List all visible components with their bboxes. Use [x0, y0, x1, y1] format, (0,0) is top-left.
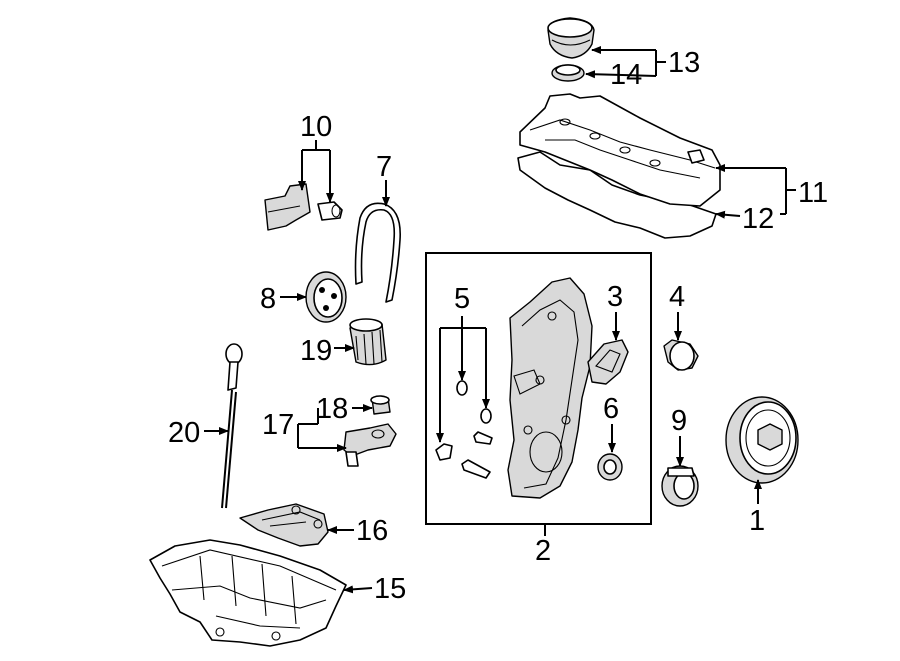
- callout-3: 3: [607, 281, 623, 313]
- callout-5: 5: [454, 283, 470, 315]
- valve-cover-gasket: [517, 151, 717, 239]
- knock-sensor: [343, 423, 397, 467]
- balance-shaft-pulley: [661, 465, 699, 507]
- timing-cover: [507, 277, 593, 499]
- callout-12: 12: [742, 203, 774, 235]
- oil-pressure-switch: [370, 395, 391, 415]
- callout-18: 18: [316, 393, 348, 425]
- oil-filler-cap-gasket: [551, 64, 585, 82]
- leader-lines: [204, 46, 796, 594]
- oil-filler-cap: [547, 17, 595, 59]
- oil-filter: [349, 318, 387, 366]
- camshaft-position-sensor: [264, 183, 311, 231]
- cover-bolt-upper: [473, 431, 493, 445]
- timing-cover-kit-box: [425, 252, 652, 525]
- crankshaft-sprocket: [305, 271, 347, 323]
- callout-10: 10: [300, 111, 332, 143]
- callout-6: 6: [603, 393, 619, 425]
- callout-17: 17: [262, 409, 294, 441]
- callout-2: 2: [535, 535, 551, 567]
- callout-9: 9: [671, 405, 687, 437]
- cover-bolt-lower: [461, 459, 491, 479]
- callout-7: 7: [376, 151, 392, 183]
- callout-13: 13: [668, 47, 700, 79]
- crankshaft-front-seal: [597, 453, 623, 481]
- oil-dipstick: [221, 343, 243, 509]
- callout-15: 15: [374, 573, 406, 605]
- callout-11: 11: [798, 177, 828, 209]
- oil-pan: [149, 539, 347, 647]
- valve-cover: [519, 93, 721, 207]
- callout-4: 4: [669, 281, 685, 313]
- callout-8: 8: [260, 283, 276, 315]
- callout-16: 16: [356, 515, 388, 547]
- o-ring-medium: [480, 408, 492, 424]
- vtc-oil-control-valve: [317, 201, 343, 221]
- chain-case-cover: [587, 339, 629, 385]
- crankshaft-pulley: [725, 396, 799, 484]
- oil-pan-baffle: [239, 503, 329, 547]
- callout-1: 1: [749, 505, 765, 537]
- callout-14: 14: [610, 59, 642, 91]
- timing-chain: [354, 202, 401, 303]
- callout-19: 19: [300, 335, 332, 367]
- o-ring-small: [456, 380, 468, 396]
- gasket-seal: [435, 443, 453, 461]
- callout-20: 20: [168, 417, 200, 449]
- access-plug: [663, 339, 699, 371]
